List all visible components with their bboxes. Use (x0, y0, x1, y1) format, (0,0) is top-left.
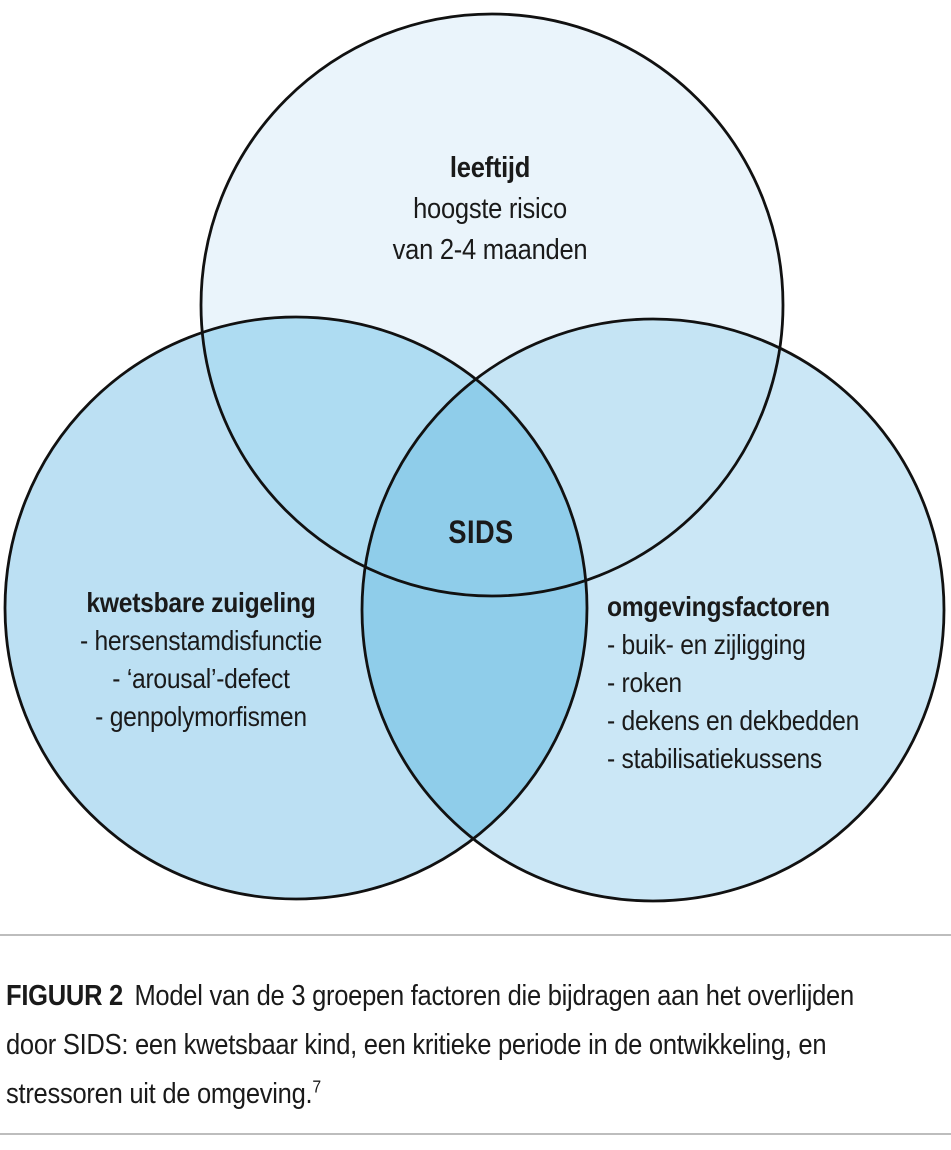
left-circle-outline (3, 315, 589, 901)
caption-line: door SIDS: een kwetsbaar kind, een kriti… (6, 1029, 827, 1061)
top-circle-title: leeftijd (449, 152, 531, 184)
left-circle-item: - hersenstamdisfunctie (79, 625, 323, 656)
left-right-overlap-region (362, 319, 587, 899)
venn-diagram (3, 12, 946, 903)
caption-text: Model van de 3 groepen factoren die bijd… (134, 980, 854, 1012)
caption-divider-top (0, 934, 951, 936)
caption-text: stressoren uit de omgeving. (6, 1078, 313, 1110)
right-circle-item: - dekens en dekbedden (607, 705, 860, 736)
figure-caption: FIGUUR 2 Model van de 3 groepen factoren … (6, 972, 948, 1119)
left-circle-item: - genpolymorfismen (95, 701, 307, 732)
caption-label: FIGUUR 2 (6, 980, 123, 1012)
bottom-divider (0, 1133, 951, 1135)
top-circle-line: van 2-4 maanden (392, 234, 588, 266)
footnote-reference: 7 (312, 1076, 321, 1097)
left-circle-label: kwetsbare zuigeling - hersenstamdisfunct… (60, 584, 342, 736)
right-circle-item: - buik- en zijligging (607, 629, 806, 660)
right-circle-title: omgevingsfactoren (607, 591, 830, 622)
caption-line: stressoren uit de omgeving.7 (6, 1070, 948, 1119)
center-label-sids: SIDS (448, 514, 514, 550)
left-circle-title: kwetsbare zuigeling (86, 587, 316, 618)
right-circle-outline (360, 317, 946, 903)
right-circle-item: - stabilisatiekussens (607, 743, 822, 774)
caption-line: FIGUUR 2 Model van de 3 groepen factoren … (6, 972, 948, 1021)
right-circle-item: - roken (607, 667, 682, 698)
top-circle-line: hoogste risico (413, 193, 567, 225)
top-circle-outline (199, 12, 785, 598)
left-circle-item: - ‘arousal’-defect (112, 663, 290, 694)
top-circle-label: leeftijd hoogste risico van 2-4 maanden (270, 148, 710, 271)
right-circle-label: omgevingsfactoren - buik- en zijligging … (607, 588, 859, 778)
